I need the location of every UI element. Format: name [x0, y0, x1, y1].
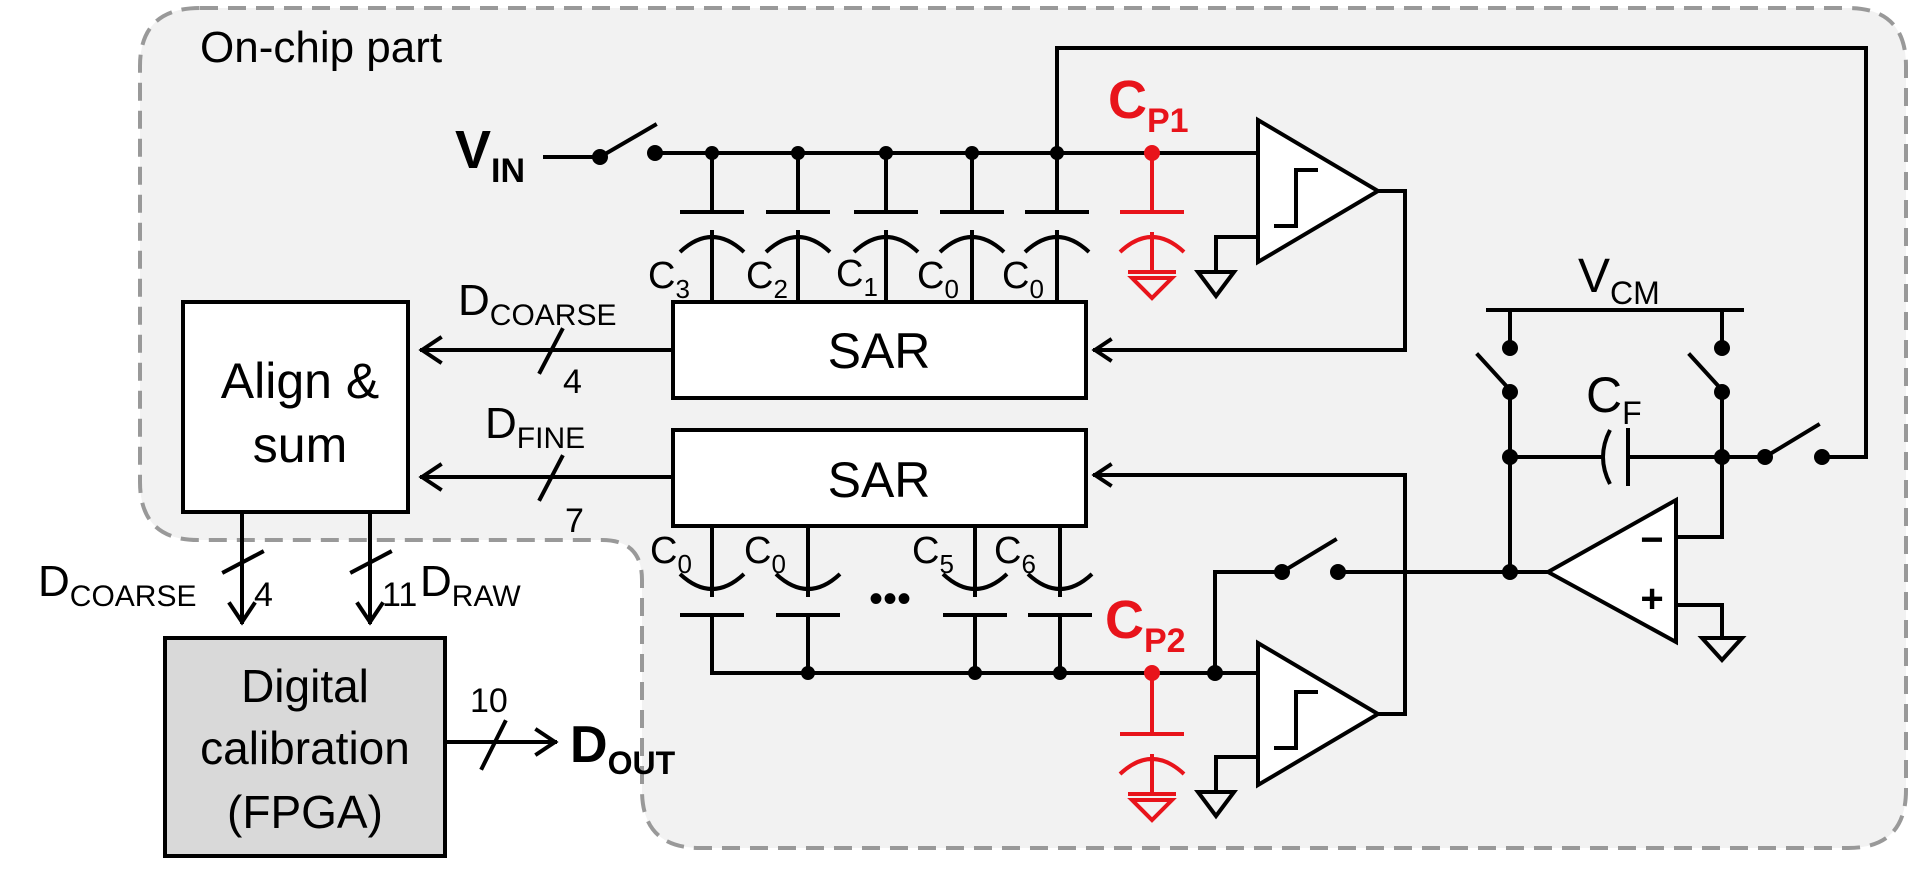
d-coarse-top-label: DCOARSE: [458, 276, 616, 332]
opamp-minus: −: [1640, 518, 1663, 562]
d-out-width: 10: [470, 682, 508, 720]
region-label: On-chip part: [200, 23, 442, 72]
cap-label-c3: C3: [648, 255, 690, 304]
feedback-switch: [1762, 422, 1821, 460]
d-coarse-top-width: 4: [563, 363, 582, 401]
fpga-line3: (FPGA): [227, 786, 383, 838]
coarse-bus: [418, 327, 675, 375]
vcm-switches: [1475, 308, 1730, 400]
cp1-capacitor: [1118, 153, 1186, 301]
fpga-line2: calibration: [200, 722, 410, 774]
d-coarse-bottom-width: 4: [254, 576, 273, 614]
vin-label: VIN: [455, 120, 525, 190]
d-coarse-bottom-label: DCOARSE: [38, 557, 196, 613]
cap-label-c0b: C0: [1002, 255, 1044, 304]
residue-switch: [1279, 537, 1338, 575]
cp1-label: CP1: [1108, 70, 1189, 140]
d-fine-label: DFINE: [485, 399, 585, 455]
cf-label: CF: [1586, 367, 1642, 431]
input-switch: [597, 122, 658, 160]
d-raw-label: DRAW: [420, 557, 521, 613]
fine-bus: [418, 454, 675, 502]
align-sum-line2: sum: [253, 417, 347, 473]
top-cap-array: [678, 151, 1091, 304]
cap-label-c1: C1: [836, 253, 878, 302]
d-fine-width: 7: [565, 502, 584, 540]
dout-bus: [443, 719, 559, 771]
fpga-block: [163, 636, 447, 858]
align-sum-line1: Align &: [221, 353, 379, 409]
comparator-bottom: [1091, 462, 1407, 820]
d-out-label: DOUT: [570, 716, 676, 781]
coarse-out-bus: [221, 510, 265, 626]
bottom-cap-array: [678, 524, 1094, 675]
cap-label-b5: C5: [912, 530, 954, 579]
cap-label-c2: C2: [746, 255, 788, 304]
cp2-label: CP2: [1105, 590, 1186, 660]
d-raw-width: 11: [382, 576, 417, 614]
feedback-wire: [1055, 46, 1868, 459]
align-sum-block: [181, 300, 410, 514]
cap-label-b6: C6: [994, 530, 1036, 579]
cap-label-c0a: C0: [917, 255, 959, 304]
residue-opamp: [1543, 496, 1747, 663]
sar-top-label: SAR: [828, 323, 931, 379]
cf-capacitor: [1508, 428, 1724, 486]
fpga-line1: Digital: [241, 660, 369, 712]
sar-bottom-label: SAR: [828, 452, 931, 508]
cap-label-b0a: C0: [650, 530, 692, 579]
vcm-label: VCM: [1578, 250, 1660, 311]
comparator-top: [1091, 116, 1407, 363]
cap-ellipsis: •••: [869, 577, 911, 621]
cap-label-b0b: C0: [744, 530, 786, 579]
opamp-plus: +: [1640, 577, 1663, 621]
raw-out-bus: [349, 510, 393, 626]
residue-wire: [1213, 570, 1284, 675]
cp2-capacitor: [1118, 673, 1186, 823]
